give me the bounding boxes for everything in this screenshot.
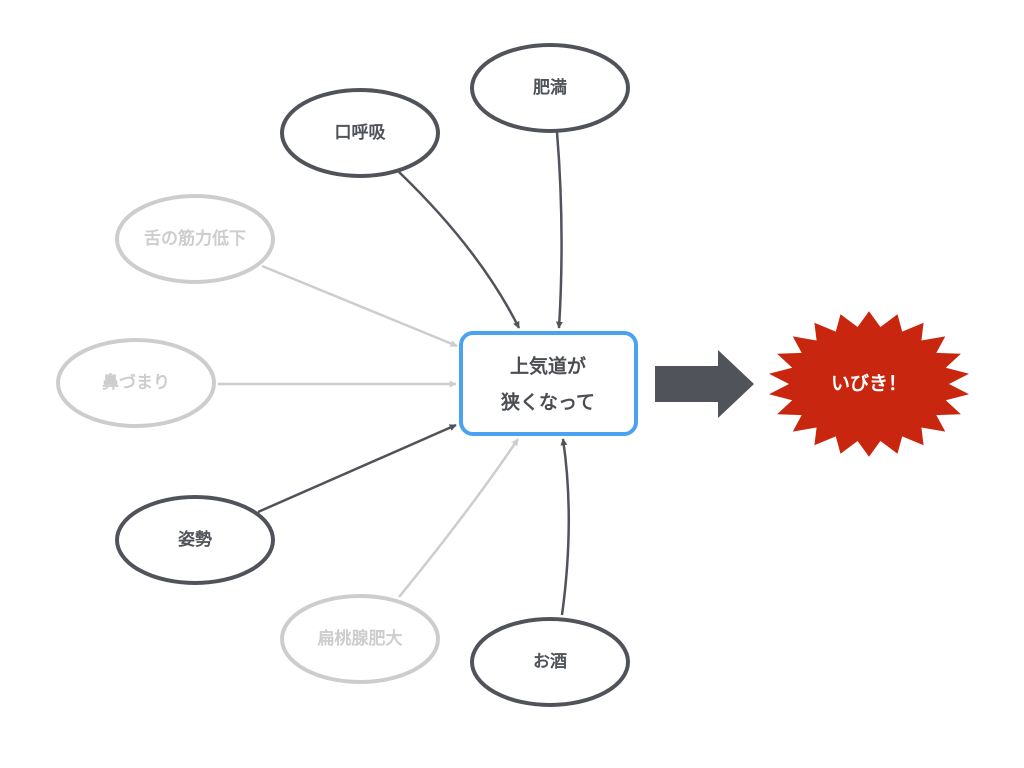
cause-node-posture: 姿勢	[115, 495, 275, 585]
cause-label-posture: 姿勢	[178, 529, 212, 550]
cause-label-alcohol: お酒	[533, 651, 567, 672]
cause-node-tongue-weakness: 舌の筋力低下	[115, 194, 275, 284]
center-node: 上気道が 狭くなって	[459, 331, 638, 436]
center-label-line2: 狭くなって	[500, 391, 595, 414]
connector-tonsil-hypertrophy	[398, 438, 520, 598]
result-label: いびき！	[831, 373, 907, 395]
cause-node-mouth-breathing: 口呼吸	[280, 88, 440, 178]
connector-tongue-weakness	[261, 264, 458, 348]
cause-label-tonsil-hypertrophy: 扁桃腺肥大	[318, 628, 403, 649]
connectors	[218, 131, 570, 616]
cause-node-tonsil-hypertrophy: 扁桃腺肥大	[280, 594, 440, 684]
result-arrow	[655, 350, 754, 418]
result-node: いびき！	[769, 311, 969, 457]
connector-mouth-breathing	[398, 171, 521, 329]
center-label-line1: 上気道が	[510, 355, 586, 378]
cause-label-mouth-breathing: 口呼吸	[335, 123, 387, 143]
cause-node-alcohol-shape	[470, 617, 630, 707]
center-node-box	[459, 331, 638, 436]
cause-node-posture-shape	[115, 495, 275, 585]
cause-node-alcohol: お酒	[470, 617, 630, 707]
cause-node-nasal-congestion: 鼻づまり	[56, 338, 216, 428]
connector-posture	[257, 423, 457, 514]
cause-node-obesity-shape	[470, 43, 630, 133]
result-starburst-shape	[769, 311, 969, 457]
cause-node-mouth-breathing-shape	[280, 88, 440, 178]
cause-label-nasal-congestion: 鼻づまり	[102, 372, 170, 393]
cause-node-nasal-congestion-shape	[56, 338, 216, 428]
cause-node-tongue-weakness-shape	[115, 194, 275, 284]
cause-label-obesity: 肥満	[533, 77, 567, 98]
cause-node-tonsil-hypertrophy-shape	[280, 594, 440, 684]
connector-alcohol	[560, 438, 570, 616]
cause-label-tongue-weakness: 舌の筋力低下	[144, 228, 246, 249]
connector-obesity	[555, 131, 563, 329]
cause-node-obesity: 肥満	[470, 43, 630, 133]
